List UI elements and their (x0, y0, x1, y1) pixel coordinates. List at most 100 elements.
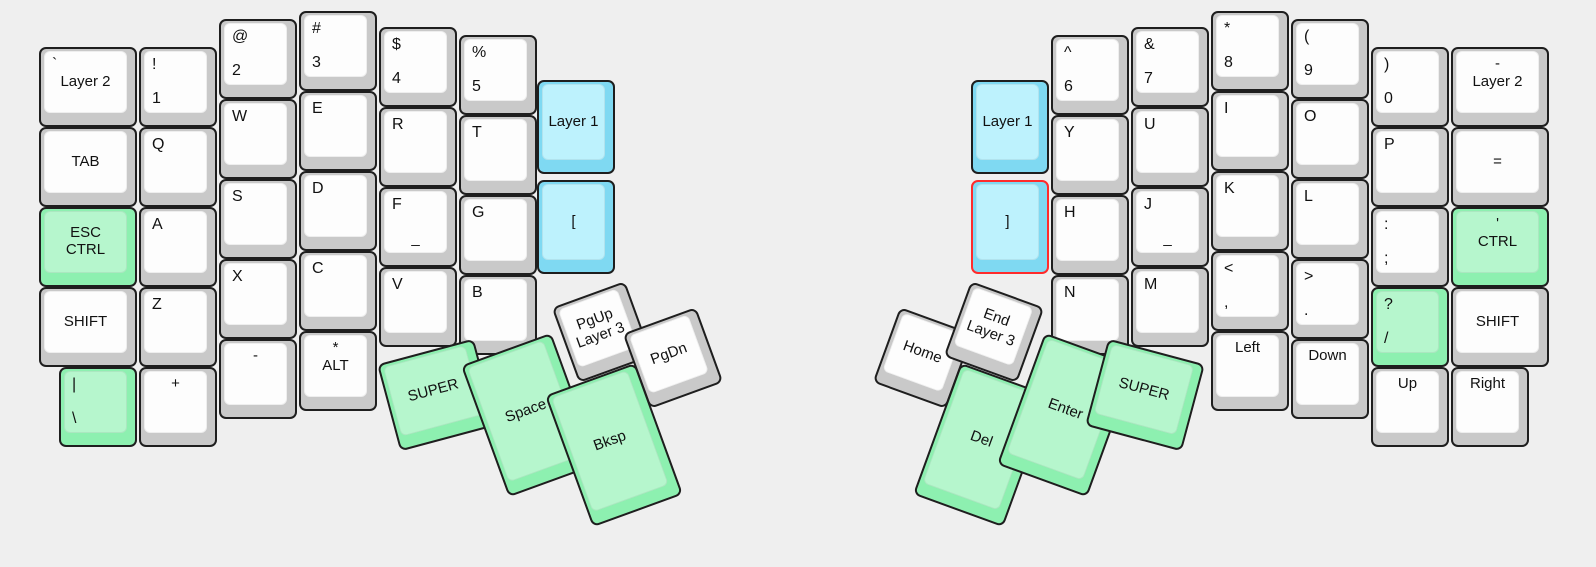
key-legend-top-r-colon: : (1384, 216, 1389, 233)
key-r-period[interactable]: >. (1291, 259, 1369, 339)
key-r-equal[interactable]: = (1451, 127, 1549, 207)
key-legend-main-r-rbrack: ] (1005, 212, 1010, 230)
keycap-r-up: Up (1376, 371, 1439, 433)
key-l-esc[interactable]: ESC CTRL (39, 207, 137, 287)
key-l-d[interactable]: D (299, 171, 377, 251)
key-l-q[interactable]: Q (139, 127, 217, 207)
keycap-r-7: &7 (1136, 31, 1199, 93)
keycap-r-l: L (1296, 183, 1359, 245)
key-r-layer2[interactable]: -Layer 2 (1451, 47, 1549, 127)
key-r-up[interactable]: Up (1371, 367, 1449, 447)
key-l-g[interactable]: G (459, 195, 537, 275)
key-legend-top-l-2: @ (232, 28, 249, 45)
key-legend-bottom-l-pipe: \ (72, 410, 77, 427)
key-legend-main-l-shift: SHIFT (63, 312, 108, 330)
key-l-r[interactable]: R (379, 107, 457, 187)
key-legend-top-r-8: * (1224, 20, 1231, 37)
keycap-r-o: O (1296, 103, 1359, 165)
key-r-p[interactable]: P (1371, 127, 1449, 207)
keycap-r-h: H (1056, 199, 1119, 261)
key-r-right[interactable]: Right (1451, 367, 1529, 447)
key-l-5[interactable]: %5 (459, 35, 537, 115)
key-l-f[interactable]: F_ (379, 187, 457, 267)
key-l-tab[interactable]: TAB (39, 127, 137, 207)
keycap-l-5: %5 (464, 39, 527, 101)
key-l-alt[interactable]: *ALT (299, 331, 377, 411)
keycap-r-layer1: Layer 1 (976, 84, 1039, 160)
key-l-3[interactable]: #3 (299, 11, 377, 91)
key-r-h[interactable]: H (1051, 195, 1129, 275)
key-r-6[interactable]: ^6 (1051, 35, 1129, 115)
key-r-comma[interactable]: <, (1211, 251, 1289, 331)
key-legend-bottom-l-3: 3 (312, 54, 321, 71)
key-r-o[interactable]: O (1291, 99, 1369, 179)
key-legend-main-r-end: End Layer 3 (964, 305, 1018, 351)
key-l-c[interactable]: C (299, 251, 377, 331)
keycap-r-left: Left (1216, 335, 1279, 397)
key-r-colon[interactable]: :; (1371, 207, 1449, 287)
key-r-9[interactable]: (9 (1291, 19, 1369, 99)
key-legend-topcenter-r-right: Right (1469, 375, 1506, 392)
key-legend-homing-r-j: _ (1163, 230, 1172, 247)
keycap-r-layer2: -Layer 2 (1456, 51, 1539, 113)
key-legend-main-r-layer1: Layer 1 (982, 112, 1033, 130)
key-r-l[interactable]: L (1291, 179, 1369, 259)
key-l-layer1[interactable]: Layer 1 (537, 80, 615, 174)
key-r-j[interactable]: J_ (1131, 187, 1209, 267)
key-r-8[interactable]: *8 (1211, 11, 1289, 91)
key-r-ctrl[interactable]: 'CTRL (1451, 207, 1549, 287)
key-l-e[interactable]: E (299, 91, 377, 171)
key-l-layer2[interactable]: `Layer 2 (39, 47, 137, 127)
key-l-1[interactable]: !1 (139, 47, 217, 127)
key-l-2[interactable]: @2 (219, 19, 297, 99)
key-r-k[interactable]: K (1211, 171, 1289, 251)
keycap-r-k: K (1216, 175, 1279, 237)
key-legend-top-r-y: Y (1064, 124, 1075, 141)
key-l-z[interactable]: Z (139, 287, 217, 367)
keycap-l-x: X (224, 263, 287, 325)
key-legend-main-r-super: SUPER (1116, 373, 1172, 404)
key-legend-bottom-l-5: 5 (472, 78, 481, 95)
key-l-shift[interactable]: SHIFT (39, 287, 137, 367)
key-l-x[interactable]: X (219, 259, 297, 339)
keycap-r-down: Down (1296, 343, 1359, 405)
key-r-0[interactable]: )0 (1371, 47, 1449, 127)
keycap-l-minus: - (224, 343, 287, 405)
key-l-plus[interactable]: + (139, 367, 217, 447)
keycap-l-shift: SHIFT (44, 291, 127, 353)
key-r-7[interactable]: &7 (1131, 27, 1209, 107)
key-r-down[interactable]: Down (1291, 339, 1369, 419)
key-r-rbrack[interactable]: ] (971, 180, 1049, 274)
keycap-r-equal: = (1456, 131, 1539, 193)
key-r-i[interactable]: I (1211, 91, 1289, 171)
key-r-u[interactable]: U (1131, 107, 1209, 187)
keycap-l-1: !1 (144, 51, 207, 113)
key-l-4[interactable]: $4 (379, 27, 457, 107)
key-r-shift[interactable]: SHIFT (1451, 287, 1549, 367)
key-r-left[interactable]: Left (1211, 331, 1289, 411)
key-l-lbrack[interactable]: [ (537, 180, 615, 274)
key-l-minus[interactable]: - (219, 339, 297, 419)
key-r-slash[interactable]: ?/ (1371, 287, 1449, 367)
key-l-a[interactable]: A (139, 207, 217, 287)
key-l-t[interactable]: T (459, 115, 537, 195)
key-l-v[interactable]: V (379, 267, 457, 347)
key-legend-top-l-4: $ (392, 36, 401, 53)
key-legend-top-l-b: B (472, 284, 483, 301)
key-legend-top-l-z: Z (152, 296, 162, 313)
key-l-w[interactable]: W (219, 99, 297, 179)
key-r-layer1[interactable]: Layer 1 (971, 80, 1049, 174)
key-l-pipe[interactable]: |\ (59, 367, 137, 447)
key-legend-top-l-g: G (472, 204, 485, 221)
key-r-y[interactable]: Y (1051, 115, 1129, 195)
key-l-s[interactable]: S (219, 179, 297, 259)
key-legend-bottom-r-7: 7 (1144, 70, 1153, 87)
key-legend-top-l-e: E (312, 100, 323, 117)
key-legend-top-l-d: D (312, 180, 324, 197)
key-legend-main-l-layer1: Layer 1 (548, 112, 599, 130)
key-r-m[interactable]: M (1131, 267, 1209, 347)
keycap-l-s: S (224, 183, 287, 245)
key-legend-top-l-pipe: | (72, 376, 77, 393)
key-legend-top-r-comma: < (1224, 260, 1234, 277)
key-legend-topcenter-r-ctrl: ' (1496, 215, 1499, 232)
